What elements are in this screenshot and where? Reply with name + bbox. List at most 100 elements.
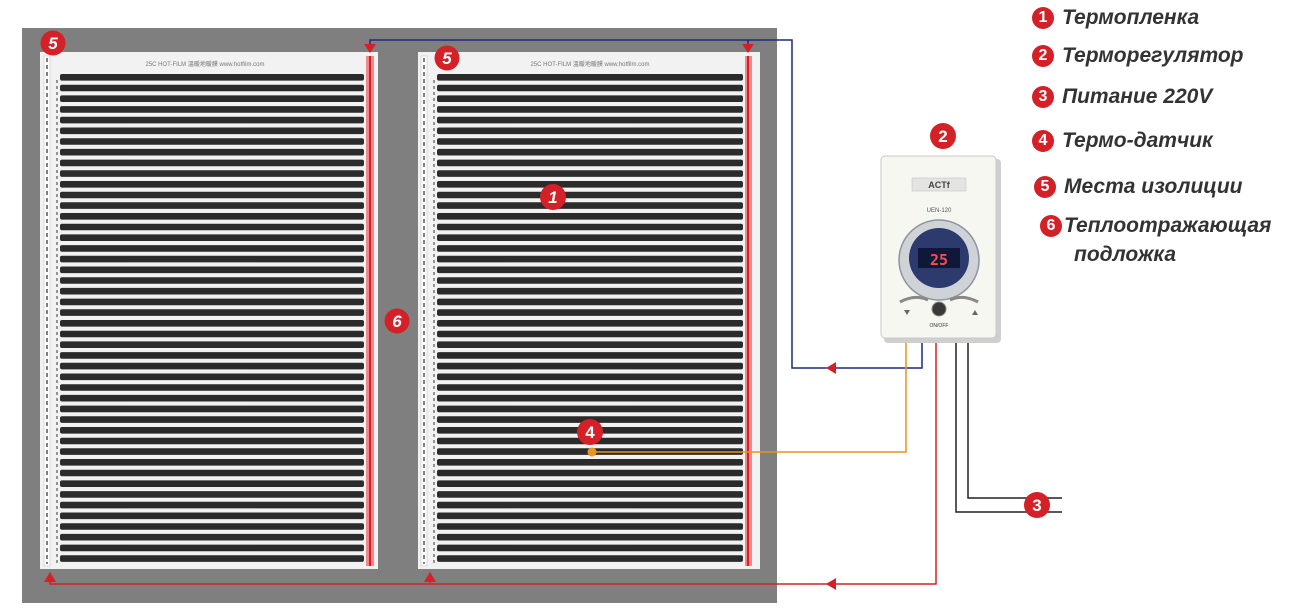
legend-number-5: 5 bbox=[1034, 176, 1056, 198]
thermostat-down-arrow bbox=[904, 310, 910, 315]
heating-stripe-left bbox=[60, 84, 364, 92]
marker-1-label: 1 bbox=[548, 188, 557, 207]
heating-stripe-right bbox=[437, 223, 743, 231]
heating-stripe-right bbox=[437, 309, 743, 316]
heating-stripe-left bbox=[60, 512, 364, 520]
heating-stripe-right bbox=[437, 277, 743, 284]
heating-stripe-left bbox=[60, 213, 364, 220]
heating-stripe-left bbox=[60, 448, 364, 455]
film-panel-right: 25C HOT-FILM 溫暖地暖膜 www.hotfilm.com bbox=[418, 52, 760, 569]
heating-stripe-right bbox=[437, 501, 743, 509]
heating-stripe-right bbox=[437, 405, 743, 413]
legend-item-5: 5 Места изолиции bbox=[1034, 175, 1243, 199]
heating-stripe-right bbox=[437, 330, 743, 338]
legend-number-6: 6 bbox=[1040, 215, 1062, 237]
legend-item-6: 6 Теплоотражающая bbox=[1040, 214, 1271, 238]
heating-stripe-left bbox=[60, 202, 364, 209]
legend-text-2: Терморегулятор bbox=[1062, 44, 1244, 67]
sensor-wire bbox=[592, 337, 907, 453]
heating-stripe-left bbox=[60, 555, 364, 562]
heating-stripe-left bbox=[60, 127, 364, 135]
thermostat-decor-right bbox=[949, 295, 979, 304]
heating-stripe-left bbox=[60, 405, 364, 413]
thermostat-knob[interactable] bbox=[931, 301, 947, 317]
heating-stripe-left bbox=[60, 523, 364, 530]
blue-wire bbox=[369, 39, 923, 369]
legend-text-1: Термопленка bbox=[1062, 6, 1200, 29]
heating-stripe-right bbox=[437, 127, 743, 135]
heating-stripe-left bbox=[60, 384, 364, 391]
heating-stripe-right bbox=[437, 106, 743, 113]
heating-stripe-right bbox=[437, 255, 743, 263]
heating-stripe-right bbox=[437, 170, 743, 177]
thermostat-decor-left bbox=[899, 295, 929, 304]
heating-stripe-left bbox=[60, 491, 364, 498]
marker-4: 4 bbox=[577, 419, 603, 445]
thermostat-up-arrow bbox=[972, 310, 978, 315]
heating-stripe-left bbox=[60, 116, 364, 124]
heating-stripe-right bbox=[437, 74, 743, 81]
thermostat: ACTf UEN-120 25 ON/OFF bbox=[880, 155, 1001, 343]
heating-stripe-left bbox=[60, 223, 364, 231]
heating-stripe-left bbox=[60, 341, 364, 348]
heating-stripe-left bbox=[60, 352, 364, 359]
heating-stripe-right bbox=[437, 245, 743, 252]
heating-stripe-right bbox=[437, 181, 743, 188]
heating-stripe-right bbox=[437, 234, 743, 241]
heating-stripe-left bbox=[60, 148, 364, 156]
heating-stripe-left bbox=[60, 298, 364, 306]
marker-6: 6 bbox=[384, 308, 410, 334]
heating-stripe-left bbox=[60, 266, 364, 274]
marker-2-label: 2 bbox=[938, 127, 947, 146]
heating-stripe-right bbox=[437, 213, 743, 220]
heating-stripe-right bbox=[437, 544, 743, 552]
legend-text-3: Питание 220V bbox=[1062, 85, 1213, 108]
marker-5-right: 5 bbox=[434, 45, 460, 71]
legend-number-2: 2 bbox=[1032, 45, 1054, 67]
arrow-blue-mid bbox=[826, 362, 836, 374]
heating-stripe-left bbox=[60, 544, 364, 552]
marker-3: 3 bbox=[1024, 492, 1050, 518]
legend-text-6: Теплоотражающая bbox=[1064, 214, 1272, 237]
heating-stripe-left bbox=[60, 469, 364, 477]
heating-stripe-left bbox=[60, 437, 364, 445]
heating-stripe-left bbox=[60, 234, 364, 241]
heating-stripe-left bbox=[60, 501, 364, 509]
heating-stripe-right bbox=[437, 555, 743, 562]
heating-stripe-right bbox=[437, 491, 743, 498]
film-panel-left: 25C HOT-FILM 溫暖地暖膜 www.hotfilm.com bbox=[40, 52, 378, 569]
heating-stripe-left bbox=[60, 427, 364, 434]
marker-6-label: 6 bbox=[392, 312, 402, 331]
heating-stripe-left bbox=[60, 138, 364, 145]
heating-stripe-left bbox=[60, 287, 364, 295]
heating-stripe-right bbox=[437, 512, 743, 520]
legend-number-4: 4 bbox=[1032, 130, 1054, 152]
heating-stripe-left bbox=[60, 159, 364, 167]
heating-stripe-right bbox=[437, 373, 743, 381]
heating-stripe-left bbox=[60, 255, 364, 263]
heating-stripe-right bbox=[437, 287, 743, 295]
film-left-header-text: 25C HOT-FILM 溫暖地暖膜 www.hotfilm.com bbox=[145, 60, 264, 68]
heating-stripe-right bbox=[437, 95, 743, 102]
sensor-point bbox=[587, 447, 597, 457]
film-right-stripes bbox=[437, 74, 743, 562]
arrows bbox=[44, 44, 836, 590]
heating-stripe-right bbox=[437, 459, 743, 466]
heating-stripe-right bbox=[437, 384, 743, 391]
marker-3-label: 3 bbox=[1032, 496, 1041, 515]
heating-stripe-left bbox=[60, 106, 364, 113]
legend-item-1: 1 Термопленка bbox=[1032, 6, 1199, 30]
legend-number-1: 1 bbox=[1032, 7, 1054, 29]
heating-stripe-left bbox=[60, 245, 364, 252]
heating-stripe-left bbox=[60, 459, 364, 466]
marker-5-left: 5 bbox=[40, 30, 66, 56]
heating-stripe-left bbox=[60, 373, 364, 381]
heating-stripe-left bbox=[60, 191, 364, 199]
heating-stripe-right bbox=[437, 138, 743, 145]
arrow-blue-top-right bbox=[742, 44, 754, 53]
heating-stripe-right bbox=[437, 533, 743, 541]
marker-2: 2 bbox=[930, 123, 956, 149]
legend-text-5: Места изолиции bbox=[1064, 175, 1243, 198]
arrow-blue-top-left bbox=[364, 44, 376, 53]
